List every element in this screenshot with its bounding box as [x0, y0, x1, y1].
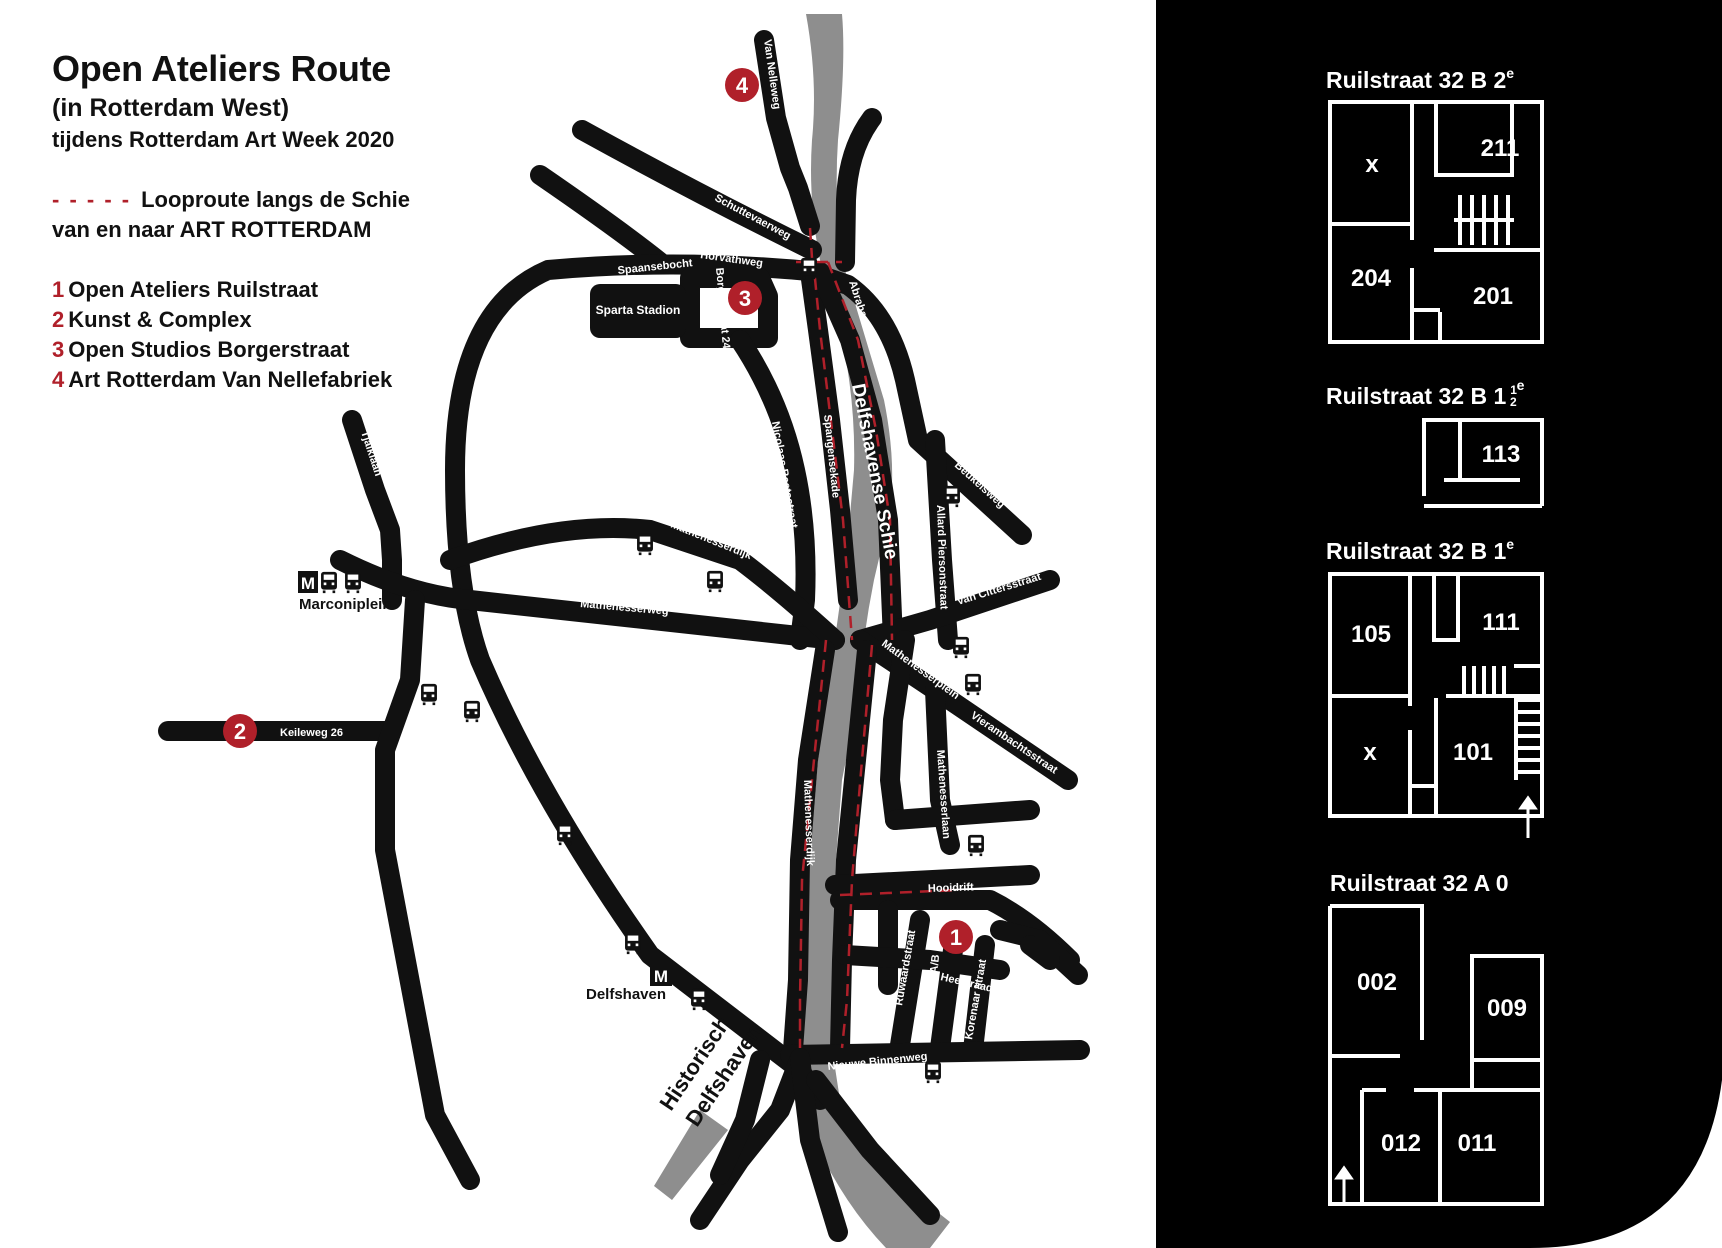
marker-1[interactable]: 1	[939, 920, 973, 954]
svg-text:M: M	[654, 967, 668, 986]
svg-text:2: 2	[234, 719, 246, 744]
room-label[interactable]: 204	[1351, 265, 1392, 292]
tram-icon	[953, 636, 969, 659]
room-label[interactable]: 113	[1482, 441, 1521, 468]
canal-historisch	[654, 1110, 728, 1200]
room-label[interactable]: 012	[1381, 1130, 1421, 1157]
tram-icon	[968, 834, 984, 857]
svg-text:1: 1	[950, 925, 962, 950]
street-label: Allard Piersonstraat	[934, 505, 950, 610]
street-label: Aelbrechtskade	[863, 784, 881, 867]
street-label: Vierambachtsstraat	[968, 710, 1059, 777]
room-label[interactable]: x	[1363, 739, 1377, 766]
svg-text:4: 4	[736, 73, 749, 98]
stadium-box	[590, 284, 686, 338]
floorplan-title-b2: Ruilstraat 32 B 2e	[1326, 65, 1514, 93]
street-label: Vierhavenstraat	[409, 824, 435, 908]
street-label: Hooidrift	[928, 881, 975, 895]
dashed-line-icon: - - - - -	[52, 187, 132, 212]
room-label[interactable]: 009	[1487, 995, 1527, 1022]
entrance-arrow-icon	[1334, 795, 1538, 1206]
tram-icon	[925, 1061, 941, 1084]
marker-2[interactable]: 2	[223, 714, 257, 748]
metro-icon-marconiplein: M	[298, 571, 318, 593]
room-label[interactable]: 201	[1473, 283, 1513, 310]
svg-text:3: 3	[739, 286, 751, 311]
map-subtitle: (in Rotterdam West)	[52, 94, 290, 122]
event-label: tijdens Rotterdam Art Week 2020	[52, 127, 395, 152]
room-label[interactable]: 101	[1453, 739, 1493, 766]
map-title: Open Ateliers Route	[52, 48, 392, 89]
street-label: Keileweg 26	[280, 727, 343, 739]
tram-icon	[321, 571, 337, 594]
stadium-label: Sparta Stadion	[596, 303, 681, 317]
legend: Open Ateliers Route (in Rotterdam West) …	[52, 48, 410, 395]
tram-icon	[464, 700, 480, 723]
room-label[interactable]: x	[1365, 151, 1379, 178]
tram-icon	[421, 683, 437, 706]
tram-icon	[707, 570, 723, 593]
walking-route-legend: - - - - -Looproute langs de Schie van en…	[52, 187, 411, 242]
tram-icon	[965, 673, 981, 696]
marker-3[interactable]: 3	[728, 281, 762, 315]
place-label-marconiplein: Marconiplein	[299, 596, 392, 613]
floorplans	[1328, 100, 1544, 1206]
room-label[interactable]: 211	[1481, 135, 1520, 162]
tram-icon	[345, 571, 361, 594]
place-label-delfshaven: Delfshaven	[586, 986, 666, 1003]
marker-4[interactable]: 4	[725, 68, 759, 102]
room-label[interactable]: 111	[1482, 609, 1519, 636]
street-label: plein	[1043, 1011, 1059, 1039]
room-label[interactable]: 105	[1351, 621, 1391, 648]
svg-text:M: M	[301, 574, 315, 593]
street-label: Mathenesserdijk	[801, 780, 816, 867]
metro-icon-delfshaven: M	[650, 964, 672, 986]
floorplan-panel	[1156, 0, 1722, 1248]
room-label[interactable]: 002	[1357, 969, 1397, 996]
room-label[interactable]: 011	[1458, 1130, 1497, 1157]
tram-icon	[637, 533, 653, 556]
floorplan-title-b1: Ruilstraat 32 B 1e	[1326, 536, 1514, 564]
floorplan-title-a0: Ruilstraat 32 A 0	[1330, 870, 1509, 896]
